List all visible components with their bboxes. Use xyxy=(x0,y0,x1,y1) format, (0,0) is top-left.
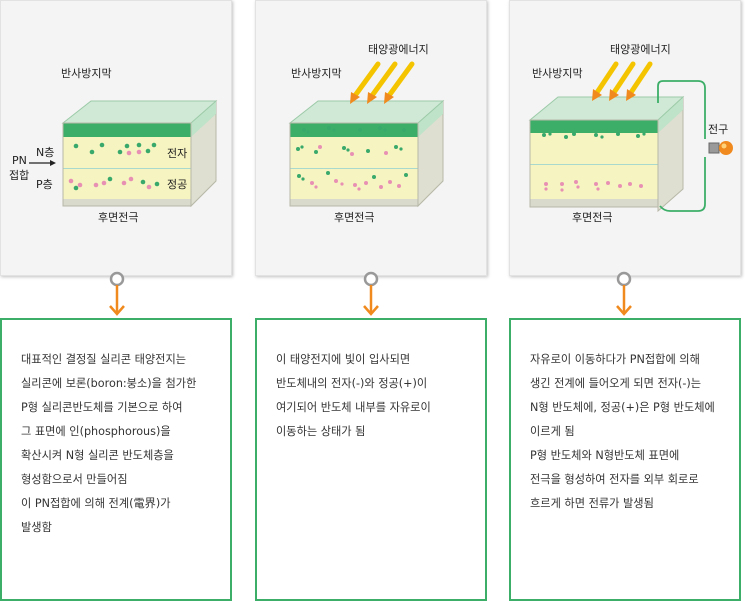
p1-n-layer-label: N층 xyxy=(36,146,54,159)
desc-line: 대표적인 결정질 실리콘 태양전지는 xyxy=(21,353,187,366)
desc-line: P형 실리콘반도체를 기본으로 하여 xyxy=(21,401,183,414)
p1-ar-coating-label: 반사방지막 xyxy=(61,67,112,80)
desc-line: 자유로이 이동하다가 PN접합에 의해 xyxy=(530,353,700,366)
p3-solar-energy-label: 태양광에너지 xyxy=(610,43,671,56)
p2-back-electrode-label: 후면전극 xyxy=(334,211,374,224)
panel-1-card: 반사방지막 후면전극 PN 접합 N층 P층 전자 정공 xyxy=(0,0,232,276)
panel-3-card: 태양광에너지 반사방지막 후면전극 전구 xyxy=(509,0,741,276)
down-arrow-icon xyxy=(109,305,125,316)
p1-p-layer-label: P층 xyxy=(36,178,53,191)
desc-line: 그 표면에 인(phosphorous)을 xyxy=(21,425,171,438)
desc-line: 생긴 전계에 들어오게 되면 전자(-)는 xyxy=(530,377,702,390)
connector-node-icon xyxy=(109,271,125,287)
desc-line: 반도체내의 전자(-)와 정공(+)이 xyxy=(276,377,428,390)
desc-line: 이르게 됨 xyxy=(530,425,575,438)
down-arrow-icon xyxy=(363,305,379,316)
panel-2-card: 태양광에너지 반사방지막 후면전극 xyxy=(255,0,487,276)
desc-line: 확산시켜 N형 실리콘 반도체층을 xyxy=(21,449,174,462)
desc-line: 이 PN접합에 의해 전계(電界)가 xyxy=(21,497,171,510)
panel-1-description: 대표적인 결정질 실리콘 태양전지는 실리콘에 보론(boron:붕소)을 첨가… xyxy=(0,318,232,601)
desc-line: 이동하는 상태가 됨 xyxy=(276,425,366,438)
p2-ar-coating-label: 반사방지막 xyxy=(291,67,342,80)
p1-pn-label-2: 접합 xyxy=(9,169,29,182)
desc-line: 형성함으로서 만들어짐 xyxy=(21,473,128,486)
panel-1-diagram: 반사방지막 후면전극 PN 접합 N층 P층 전자 정공 xyxy=(9,67,218,224)
desc-line: 흐르게 하면 전류가 발생됨 xyxy=(530,497,654,510)
panel-3-diagram: 태양광에너지 반사방지막 후면전극 전구 xyxy=(528,43,733,224)
p1-back-electrode-label: 후면전극 xyxy=(98,211,138,224)
down-arrow-icon xyxy=(616,305,632,316)
panel-2-description: 이 태양전지에 빛이 입사되면 반도체내의 전자(-)와 정공(+)이 여기되어… xyxy=(255,318,487,601)
desc-line: 실리콘에 보론(boron:붕소)을 첨가한 xyxy=(21,377,197,390)
p1-electron-label: 전자 xyxy=(167,147,187,160)
connector-node-icon xyxy=(616,271,632,287)
p2-solar-energy-label: 태양광에너지 xyxy=(368,43,429,56)
desc-line: P형 반도체와 N형반도체 표면에 xyxy=(530,449,680,462)
panel-3-description: 자유로이 이동하다가 PN접합에 의해 생긴 전계에 들어오게 되면 전자(-)… xyxy=(509,318,741,601)
desc-line: 여기되어 반도체 내부를 자유로이 xyxy=(276,401,431,414)
p3-bulb-label: 전구 xyxy=(708,123,728,136)
desc-line: 발생함 xyxy=(21,521,52,534)
connector-3 xyxy=(616,271,632,316)
connector-2 xyxy=(363,271,379,316)
p3-ar-coating-label: 반사방지막 xyxy=(532,67,583,80)
connector-node-icon xyxy=(363,271,379,287)
p1-pn-label-1: PN xyxy=(12,154,27,167)
panel-2-diagram: 태양광에너지 반사방지막 후면전극 xyxy=(288,43,445,224)
p1-hole-label: 정공 xyxy=(167,178,187,191)
desc-line: 이 태양전지에 빛이 입사되면 xyxy=(276,353,411,366)
desc-line: N형 반도체에, 정공(+)은 P형 반도체에 xyxy=(530,401,715,414)
p3-back-electrode-label: 후면전극 xyxy=(572,211,612,224)
desc-line: 전극을 형성하여 전자를 외부 회로로 xyxy=(530,473,699,486)
connector-1 xyxy=(109,271,125,316)
